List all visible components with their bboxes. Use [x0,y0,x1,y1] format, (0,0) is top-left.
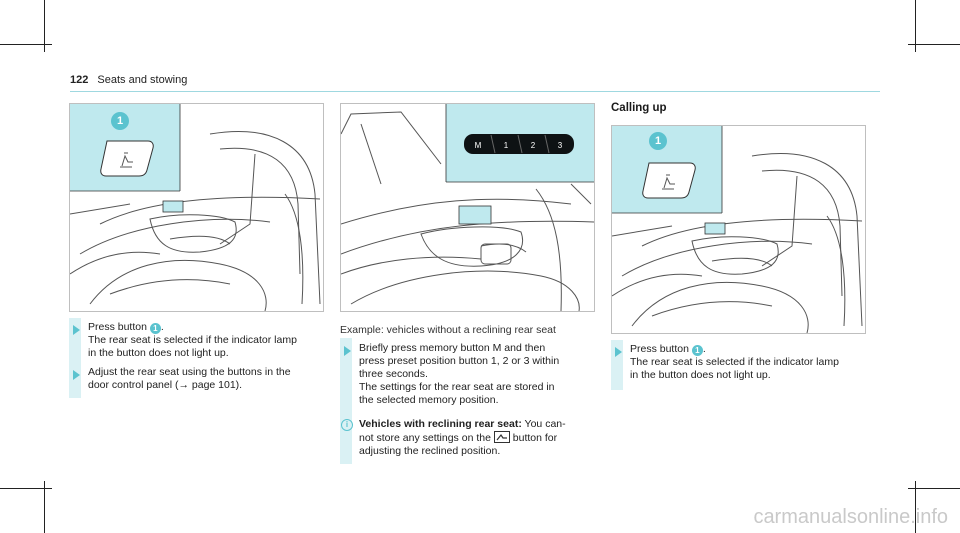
memory-button-1: 1 [504,141,509,150]
section-title: Seats and stowing [97,74,188,86]
col3-step: Press button 1. The rear seat is selecte… [630,343,839,381]
step-arrow-icon [615,347,622,357]
step-arrow-icon [344,346,351,356]
info-icon: i [341,419,353,431]
header-rule [70,91,880,92]
crop-mark [0,44,52,45]
col1-step2: Adjust the rear seat using the buttons i… [88,366,291,391]
watermark: carmanualsonline.info [753,506,948,528]
crop-mark [0,488,52,489]
figure-rear-door-button: 1 [69,103,324,312]
page-header: 122 Seats and stowing [70,74,187,86]
recline-button-icon [493,431,510,443]
figure-caption: Example: vehicles without a reclining re… [340,324,556,336]
callout-1: 1 [691,345,703,356]
callout-1: 1 [111,112,129,130]
col1-step1: Press button 1. The rear seat is selecte… [88,321,297,359]
crop-mark [44,0,45,52]
col2-step: Briefly press memory button M and then p… [359,342,560,406]
memory-button-3: 3 [558,141,563,150]
figure-calling-up: 1 [611,125,866,334]
crop-mark [908,488,960,489]
step-arrow-icon [73,370,80,380]
instruction-bar [340,338,352,464]
crop-mark [908,44,960,45]
col2-info-note: Vehicles with reclining rear seat: You c… [359,418,566,457]
figure-1-illustration [70,104,321,311]
callout-1: 1 [149,323,161,334]
section-heading: Calling up [611,102,667,114]
memory-button-m: M [475,141,482,150]
figure-memory-buttons: M 1 2 3 [340,103,595,312]
crop-mark [915,0,916,52]
figure-2-illustration: M 1 2 3 [341,104,594,311]
step-arrow-icon [73,325,80,335]
crop-mark [44,481,45,533]
crop-mark [915,481,916,533]
figure-3-illustration [612,126,863,333]
callout-1: 1 [649,132,667,150]
page-number: 122 [70,74,89,86]
memory-button-2: 2 [531,141,536,150]
